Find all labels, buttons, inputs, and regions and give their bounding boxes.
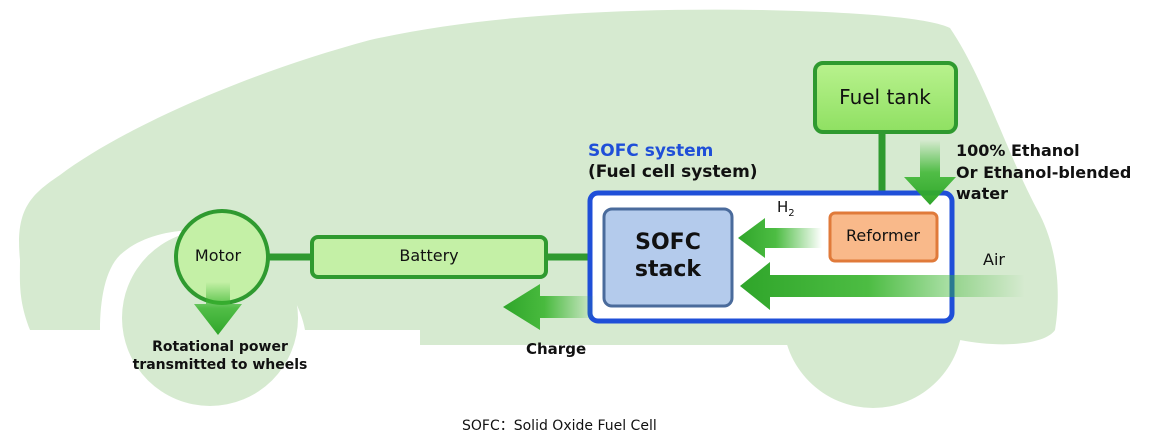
motor-label: Motor bbox=[194, 246, 242, 265]
h2-arrow bbox=[738, 218, 822, 258]
sofc-stack-label-line1: SOFC bbox=[635, 230, 701, 255]
h2-label-main: H bbox=[777, 198, 789, 216]
sofc-system-title: SOFC system bbox=[588, 141, 714, 161]
fuel-tank-label: Fuel tank bbox=[839, 85, 931, 109]
fuel-label-line2: Or Ethanol-blended bbox=[956, 163, 1132, 182]
reformer-label: Reformer bbox=[846, 226, 920, 245]
charge-arrow bbox=[503, 284, 595, 330]
fuel-label-line3: water bbox=[956, 184, 1008, 203]
h2-label: H2 bbox=[777, 198, 795, 219]
reformer-box bbox=[828, 211, 939, 263]
air-arrow bbox=[740, 262, 1025, 310]
sofc-stack-box bbox=[602, 207, 734, 308]
output-label-line1: Rotational power bbox=[152, 339, 288, 355]
h2-label-sub: 2 bbox=[788, 208, 795, 219]
footnote: SOFC：Solid Oxide Fuel Cell bbox=[462, 418, 657, 434]
sofc-system-subtitle: (Fuel cell system) bbox=[588, 162, 758, 182]
output-label-line2: transmitted to wheels bbox=[132, 357, 308, 373]
sofc-stack-label-line2: stack bbox=[634, 257, 702, 282]
fuel-label-line1: 100% Ethanol bbox=[956, 141, 1080, 160]
fuel-tank-box bbox=[813, 61, 958, 134]
fuel-arrow bbox=[904, 140, 956, 205]
air-label: Air bbox=[983, 250, 1005, 269]
charge-label: Charge bbox=[526, 340, 587, 358]
output-arrow bbox=[194, 282, 242, 335]
battery-box bbox=[310, 235, 548, 279]
battery-label: Battery bbox=[399, 246, 459, 265]
